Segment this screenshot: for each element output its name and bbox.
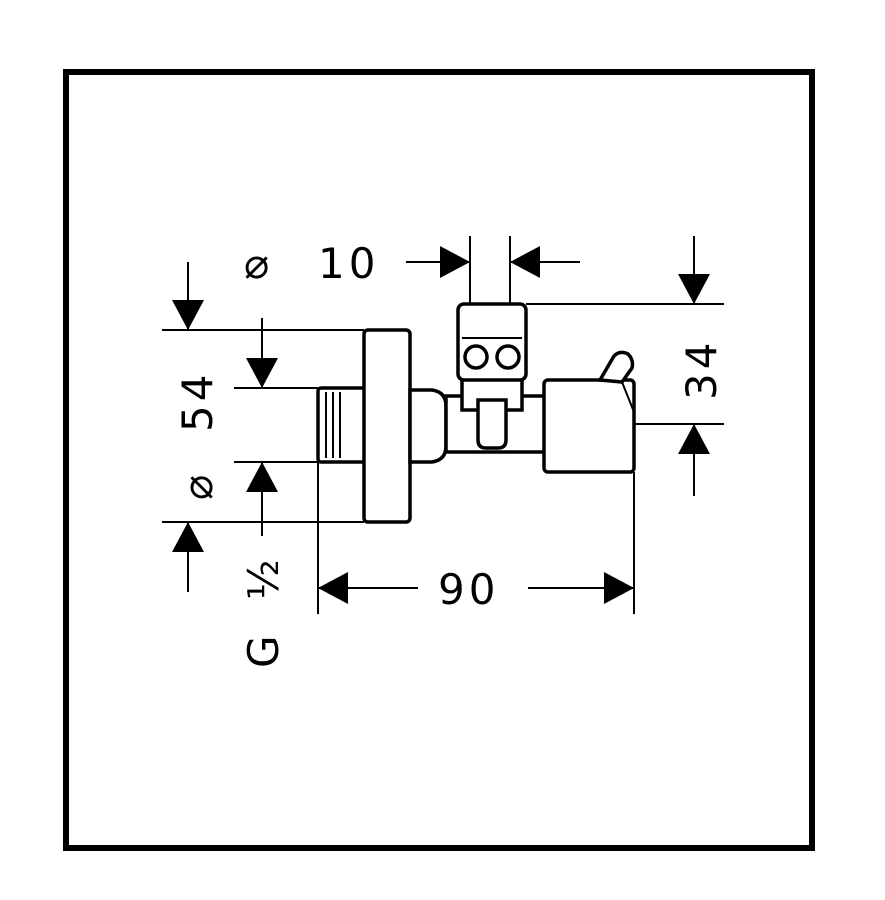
dimension-length: 90 xyxy=(317,462,635,614)
length-value: 90 xyxy=(438,565,499,614)
drawing-frame xyxy=(63,69,815,851)
dimension-outlet-diameter: ⌀ 10 xyxy=(244,236,580,304)
dimension-thread: ½ G xyxy=(234,318,318,668)
height-value: 34 xyxy=(677,339,726,400)
flange-diameter-symbol: ⌀ xyxy=(173,471,222,500)
thread-prefix: G xyxy=(239,631,288,668)
dimension-flange-diameter: 54 ⌀ xyxy=(162,262,364,592)
thread-value: ½ xyxy=(239,555,288,600)
angle-valve xyxy=(316,302,636,524)
dimension-height: 34 xyxy=(526,236,726,496)
outlet-diameter-value: 10 xyxy=(318,239,379,288)
flange-diameter-value: 54 xyxy=(173,371,222,432)
outlet-diameter-symbol: ⌀ xyxy=(244,239,273,288)
